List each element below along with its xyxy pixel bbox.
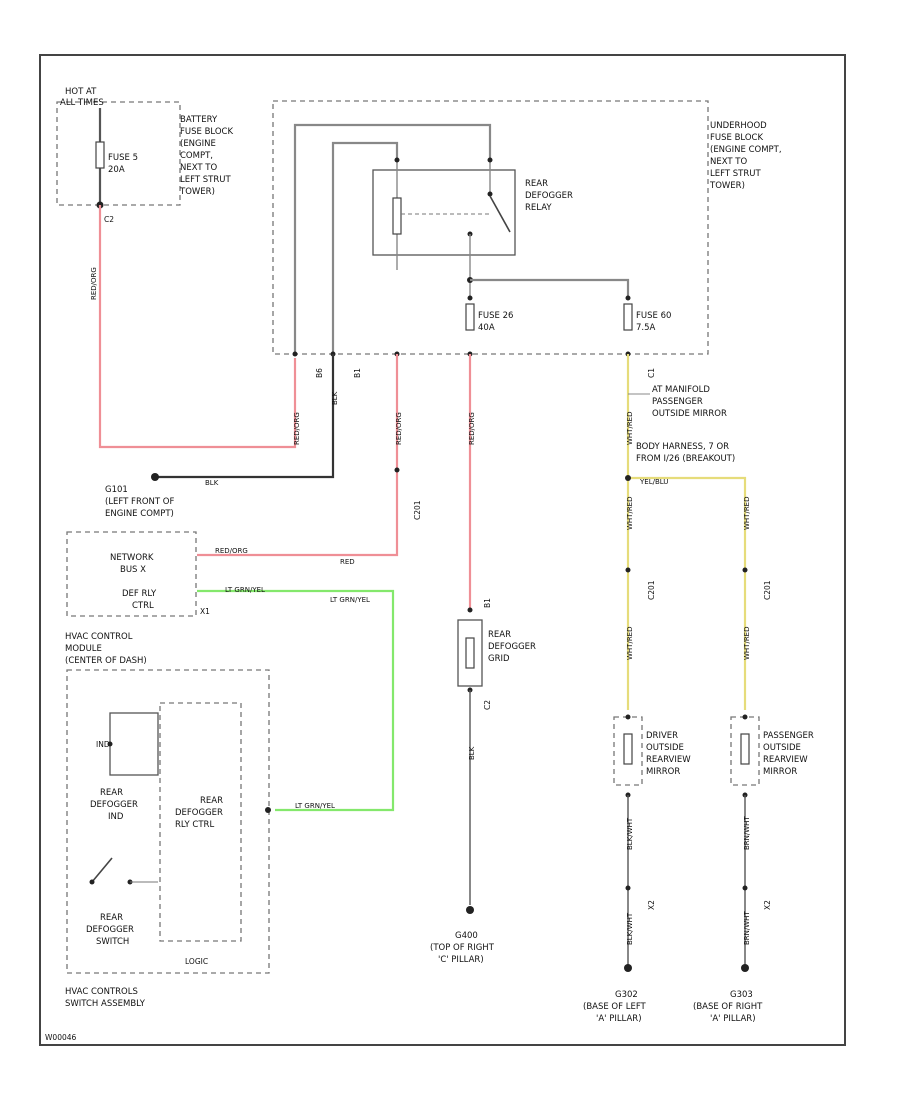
connector-c1-label: C1 xyxy=(647,368,656,378)
rly-ctrl-label: REAR DEFOGGER RLY CTRL xyxy=(175,796,226,830)
connector-x2-driver-label: X2 xyxy=(647,900,656,910)
underhood-fuse-block-label: UNDERHOOD FUSE BLOCK (ENGINE COMPT, NEXT… xyxy=(709,121,784,191)
fuse-5-label: FUSE 5 20A xyxy=(108,153,141,175)
driver-mirror-label: DRIVER OUTSIDE REARVIEW MIRROR xyxy=(646,731,693,777)
manifold-label: AT MANIFOLD PASSENGER OUTSIDE MIRROR xyxy=(652,385,727,419)
relay-coil-icon xyxy=(392,197,402,235)
hot-at-label: HOT AT ALL TIMES xyxy=(60,87,104,108)
underhood-fuse-block xyxy=(272,100,709,355)
footer-code: W00046 xyxy=(45,1033,77,1042)
wire-label-red-org-4: RED/ORG xyxy=(215,547,248,555)
wire-label-wht-red-4: WHT/RED xyxy=(626,627,634,661)
wire-label-lt-grn-3: LT GRN/YEL xyxy=(295,802,335,810)
fuse-60-icon xyxy=(623,303,633,331)
fuse-60-label: FUSE 60 7.5A xyxy=(636,311,674,333)
wire-label-lt-grn-1: LT GRN/YEL xyxy=(225,586,265,594)
rear-defogger-switch-label: REAR DEFOGGER SWITCH xyxy=(86,913,137,947)
hvac-switch-assembly-label: HVAC CONTROLS SWITCH ASSEMBLY xyxy=(65,987,146,1009)
green-wire-def-rly xyxy=(197,589,395,812)
wire-label-brn-1: BRN/WHT xyxy=(743,816,751,850)
ground-g302-label: G302 (BASE OF LEFT 'A' PILLAR) xyxy=(583,990,648,1024)
rear-defogger-grid xyxy=(457,619,483,687)
wire-label-blk-wht-1: BLK/WHT xyxy=(626,817,634,850)
hvac-control-module xyxy=(66,531,197,617)
wire-label-wht-red-1: WHT/RED xyxy=(626,412,634,446)
defogger-indicator-box xyxy=(109,712,159,776)
hvac-controls-switch-assembly xyxy=(66,669,270,974)
ground-g400-label: G400 (TOP OF RIGHT 'C' PILLAR) xyxy=(430,931,497,965)
connector-c201-label-1: C201 xyxy=(413,500,422,520)
rear-defogger-relay-label: REAR DEFOGGER RELAY xyxy=(525,179,576,213)
wire-label-blk-1: BLK xyxy=(331,391,339,405)
connector-c201-label-3: C201 xyxy=(763,580,772,600)
wire-label-wht-red-2: WHT/RED xyxy=(626,497,634,531)
wire-label-yel-1: YEL/BLU xyxy=(639,478,668,486)
wire-label-lt-grn-2: LT GRN/YEL xyxy=(330,596,370,604)
battery-fuse-block xyxy=(56,101,181,206)
connector-x1-label: X1 xyxy=(200,607,210,616)
wire-label-brn-2: BRN/WHT xyxy=(743,911,751,945)
body-harness-label: BODY HARNESS, 7 OR FROM I/26 (BREAKOUT) xyxy=(636,442,735,464)
rear-defogger-grid-label: REAR DEFOGGER GRID xyxy=(488,630,539,664)
indicator-label: IND xyxy=(96,740,110,749)
ground-g101-label: G101 (LEFT FRONT OF ENGINE COMPT) xyxy=(105,485,177,519)
wire-label-wht-red-3: WHT/RED xyxy=(743,497,751,531)
connector-x2-passenger-label: X2 xyxy=(763,900,772,910)
wire-label-red-org: RED/ORG xyxy=(90,267,98,300)
yellow-wire-passenger xyxy=(628,476,747,710)
fuse-5-icon xyxy=(95,141,105,169)
red-wire-network xyxy=(197,354,399,557)
wire-label-blk-3: BLK xyxy=(468,746,476,760)
wire-label-red-org-2: RED/ORG xyxy=(293,412,301,445)
logic-label: LOGIC xyxy=(185,957,208,966)
rear-defogger-ind-label: REAR DEFOGGER IND xyxy=(90,788,141,822)
connector-b1-label: B1 xyxy=(353,368,362,378)
def-rly-ctrl-label: DEF RLY CTRL xyxy=(122,589,159,611)
wire-label-blk-wht-2: BLK/WHT xyxy=(626,912,634,945)
connector-b1-grid-label: B1 xyxy=(483,598,492,608)
connector-c201-label-2: C201 xyxy=(647,580,656,600)
passenger-mirror-label: PASSENGER OUTSIDE REARVIEW MIRROR xyxy=(763,731,816,777)
passenger-mirror-heater-icon xyxy=(740,733,750,765)
wire-label-red: RED xyxy=(340,558,355,566)
rear-defogger-switch-icon xyxy=(91,857,113,883)
network-bus-label: NETWORK BUS X xyxy=(110,553,156,575)
battery-fuse-block-label: BATTERY FUSE BLOCK (ENGINE COMPT, NEXT T… xyxy=(179,115,236,197)
fuse-26-label: FUSE 26 40A xyxy=(478,311,516,333)
ground-g303-label: G303 (BASE OF RIGHT 'A' PILLAR) xyxy=(693,990,765,1024)
hvac-control-module-label: HVAC CONTROL MODULE (CENTER OF DASH) xyxy=(65,632,147,666)
wire-label-red-org-5: RED/ORG xyxy=(468,412,476,445)
rear-defogger-grid-icon xyxy=(465,637,475,669)
connector-c2-label: C2 xyxy=(104,215,114,224)
wire-label-red-org-3: RED/ORG xyxy=(395,412,403,445)
black-wire-ground xyxy=(155,354,335,479)
wire-label-wht-red-5: WHT/RED xyxy=(743,627,751,661)
driver-mirror-heater-icon xyxy=(623,733,633,765)
wire-label-blk-2: BLK xyxy=(205,479,219,487)
fuse-26-icon xyxy=(465,303,475,331)
connector-c2-grid-label: C2 xyxy=(483,700,492,710)
diagram-frame xyxy=(39,54,846,1046)
relay-switch-icon xyxy=(489,195,511,233)
connector-b6-label: B6 xyxy=(315,368,324,378)
red-wire-battery xyxy=(98,205,297,449)
logic-box xyxy=(159,702,242,942)
rear-defogger-relay xyxy=(372,169,516,256)
